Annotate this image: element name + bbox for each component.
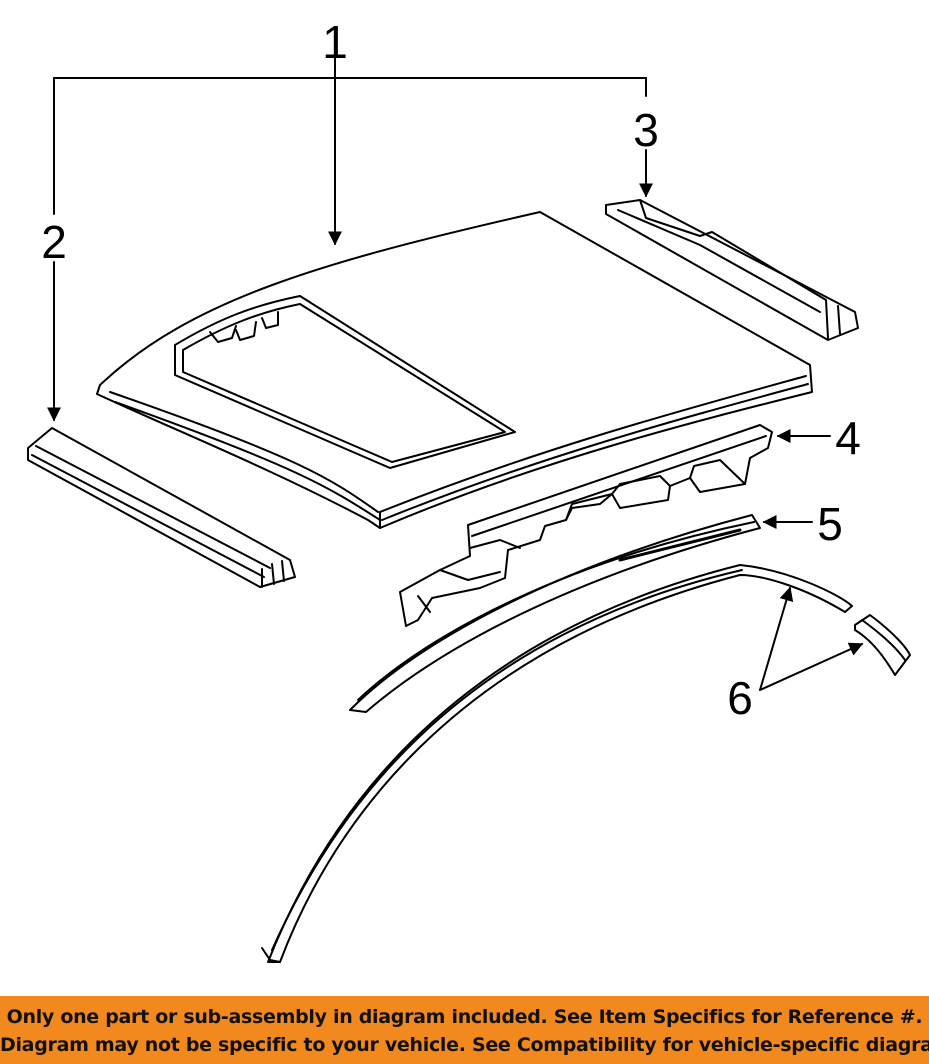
disclaimer-line-1: Only one part or sub-assembly in diagram… (6, 1006, 923, 1028)
callout-5: 5 (817, 498, 843, 550)
disclaimer-line-2: Diagram may not be specific to your vehi… (0, 1034, 929, 1056)
molding-end-cap (854, 614, 911, 676)
front-header-rail (27, 427, 296, 588)
weatherstrip-molding (261, 564, 853, 963)
callout-2: 2 (41, 216, 67, 268)
callout-1: 1 (322, 16, 348, 68)
rear-header-rail (605, 199, 859, 341)
roof-parts-diagram: 1 2 3 4 5 6 (27, 16, 911, 963)
sunroof-opening (174, 295, 516, 469)
leader-lines (47, 57, 864, 691)
roof-panel (96, 211, 813, 529)
callout-4: 4 (835, 412, 861, 464)
callout-6: 6 (727, 672, 753, 724)
roof-side-rail (399, 424, 773, 627)
drip-molding (349, 514, 761, 713)
callout-3: 3 (633, 104, 659, 156)
disclaimer-banner: Only one part or sub-assembly in diagram… (0, 996, 929, 1064)
